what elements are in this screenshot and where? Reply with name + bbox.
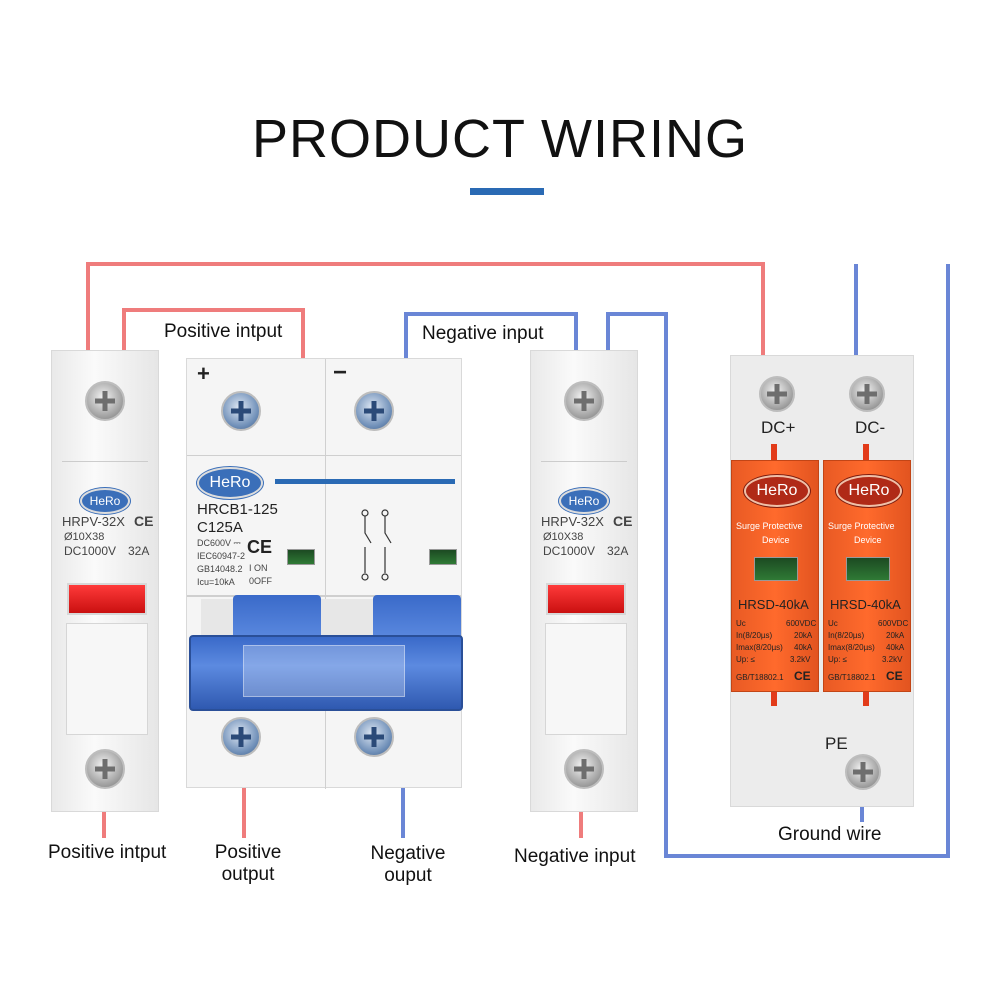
spd-module-left: HeRo Surge Protective Device HRSD-40kA U… bbox=[731, 460, 819, 692]
uc-value: 600VDC bbox=[786, 619, 817, 628]
dc-minus-label: DC- bbox=[855, 418, 886, 437]
spd-model: HRSD-40kA bbox=[738, 597, 809, 612]
off-label: 0OFF bbox=[249, 576, 273, 586]
bottom-screw-icon bbox=[85, 749, 125, 789]
imax-label: Imax(8/20µs) bbox=[828, 643, 875, 652]
positive-terminal-mark: + bbox=[197, 361, 210, 386]
in-value: 20kA bbox=[794, 631, 813, 640]
uc-label: Uc bbox=[736, 619, 746, 628]
top-negative-label: Negative input bbox=[422, 323, 544, 344]
brand-logo: HeRo bbox=[836, 475, 902, 507]
imax-value: 40kA bbox=[794, 643, 813, 652]
positive-wire-inner bbox=[122, 308, 305, 358]
in-label: In(8/20µs) bbox=[828, 631, 865, 640]
fuse-model: HRPV-32X bbox=[541, 514, 604, 529]
negative-terminal-screw-icon bbox=[354, 391, 394, 431]
uc-label: Uc bbox=[828, 619, 838, 628]
surge-protective-device: DC+ DC- HeRo Surge Protective Device HRS… bbox=[730, 355, 914, 807]
bottom-negative-input-label: Negative input bbox=[514, 846, 636, 867]
dc-circuit-breaker: + − HeRo HRCB1-125 C125A CE DC600V ⎓ IEC… bbox=[186, 358, 463, 789]
brand-logo: HeRo bbox=[80, 488, 130, 514]
top-positive-label: Positive intput bbox=[164, 321, 283, 342]
up-label: Up: ≤ bbox=[736, 655, 756, 664]
in-label: In(8/20µs) bbox=[736, 631, 773, 640]
negative-wire-breaker bbox=[404, 312, 578, 358]
bottom-screw-icon bbox=[564, 749, 604, 789]
imax-label: Imax(8/20µs) bbox=[736, 643, 783, 652]
standard-mark: GB/T18802.1 bbox=[736, 673, 784, 682]
bottom-positive-output-label: Positive output bbox=[214, 842, 282, 885]
positive-wire-outer bbox=[86, 262, 765, 355]
fuse-size: Ø10X38 bbox=[64, 531, 105, 543]
uc-value: 600VDC bbox=[878, 619, 909, 628]
breaker-model: HRCB1-125 bbox=[197, 501, 278, 518]
lever-handle-bar[interactable] bbox=[189, 635, 463, 711]
negative-wire-spd bbox=[606, 264, 950, 858]
spd-module-right: HeRo Surge Protective Device HRSD-40kA U… bbox=[823, 460, 911, 692]
up-value: 3.2kV bbox=[790, 655, 811, 664]
breaker-spec-1: DC600V ⎓ bbox=[197, 538, 241, 548]
negative-output-screw-icon bbox=[354, 717, 394, 757]
pe-label: PE bbox=[825, 734, 848, 753]
fuse-size: Ø10X38 bbox=[543, 531, 584, 543]
top-screw-icon bbox=[564, 381, 604, 421]
ce-mark: CE bbox=[613, 513, 633, 529]
ce-mark: CE bbox=[794, 669, 811, 683]
up-label: Up: ≤ bbox=[828, 655, 848, 664]
brand-logo: HeRo bbox=[744, 475, 810, 507]
breaker-spec-2: IEC60947-2 bbox=[197, 551, 246, 561]
fuse-indicator bbox=[546, 583, 626, 615]
fuse-voltage: DC1000V bbox=[64, 544, 117, 558]
positive-terminal-screw-icon bbox=[221, 391, 261, 431]
in-value: 20kA bbox=[886, 631, 905, 640]
page-title: PRODUCT WIRING bbox=[252, 109, 748, 169]
spd-name-1: Surge Protective bbox=[828, 521, 895, 531]
status-window bbox=[846, 557, 890, 581]
up-value: 3.2kV bbox=[882, 655, 903, 664]
top-screw-icon bbox=[85, 381, 125, 421]
ce-mark: CE bbox=[247, 537, 273, 557]
bottom-positive-input-label: Positive intput bbox=[48, 842, 167, 863]
imax-value: 40kA bbox=[886, 643, 905, 652]
fuse-current: 32A bbox=[607, 544, 629, 558]
ce-mark: CE bbox=[886, 669, 903, 683]
brand-logo: HeRo bbox=[559, 488, 609, 514]
dc-plus-screw-icon bbox=[759, 376, 795, 412]
pe-screw-icon bbox=[845, 754, 881, 790]
breaker-spec-3: GB14048.2 bbox=[197, 564, 243, 574]
spd-name-2: Device bbox=[854, 535, 882, 545]
fuse-voltage: DC1000V bbox=[543, 544, 596, 558]
title-underline bbox=[470, 188, 544, 195]
ground-wire-label: Ground wire bbox=[778, 824, 882, 845]
status-window bbox=[287, 549, 315, 565]
standard-mark: GB/T18802.1 bbox=[828, 673, 876, 682]
spd-name-2: Device bbox=[762, 535, 790, 545]
fuse-indicator bbox=[67, 583, 147, 615]
dc-plus-label: DC+ bbox=[761, 418, 796, 437]
on-label: I ON bbox=[249, 563, 268, 573]
bottom-negative-output-label: Negative ouput bbox=[370, 843, 446, 886]
circuit-symbol-icon bbox=[361, 509, 392, 581]
ce-mark: CE bbox=[134, 513, 154, 529]
spd-name-1: Surge Protective bbox=[736, 521, 803, 531]
status-window bbox=[429, 549, 457, 565]
negative-terminal-mark: − bbox=[333, 359, 348, 386]
fuse-current: 32A bbox=[128, 544, 150, 558]
breaker-rating: C125A bbox=[197, 519, 243, 536]
fuse-model: HRPV-32X bbox=[62, 514, 125, 529]
brand-logo: HeRo bbox=[197, 467, 263, 499]
breaker-spec-4: Icu=10kA bbox=[197, 577, 235, 587]
spd-model: HRSD-40kA bbox=[830, 597, 901, 612]
status-window bbox=[754, 557, 798, 581]
fuse-holder-right: HeRo HRPV-32X CE Ø10X38 DC1000V 32A bbox=[530, 350, 638, 812]
fuse-holder-left: HeRo HRPV-32X CE Ø10X38 DC1000V 32A bbox=[51, 350, 159, 812]
dc-minus-screw-icon bbox=[849, 376, 885, 412]
positive-output-screw-icon bbox=[221, 717, 261, 757]
